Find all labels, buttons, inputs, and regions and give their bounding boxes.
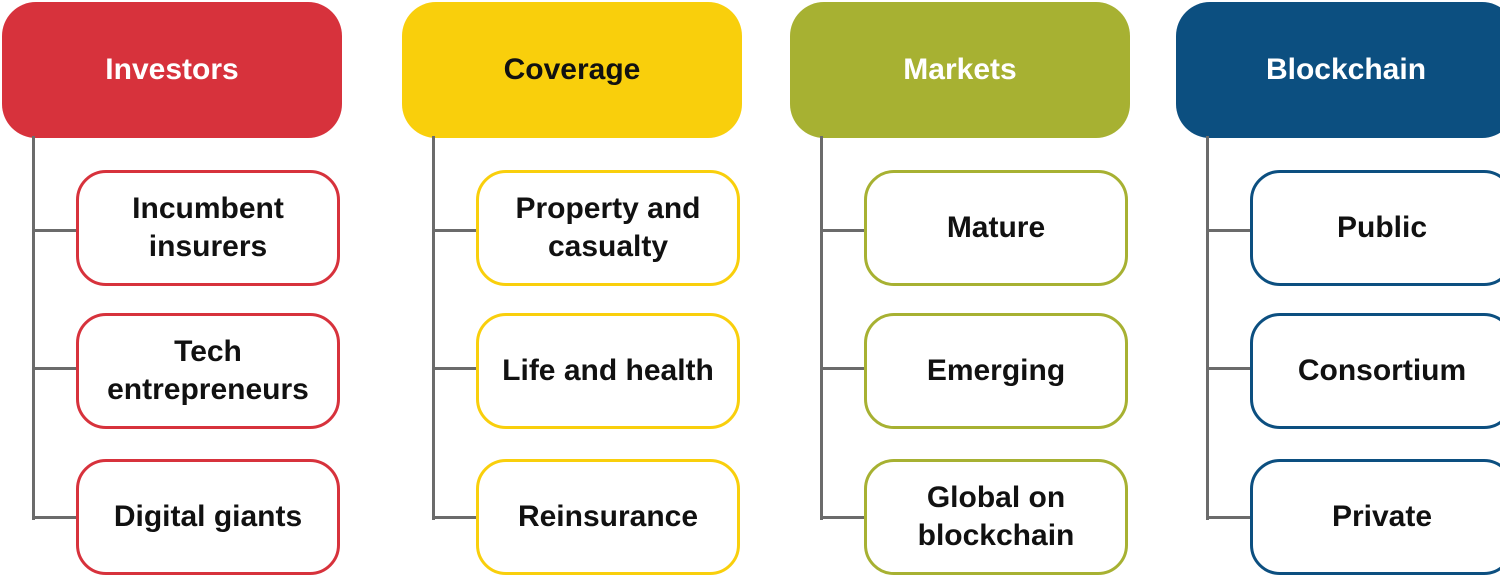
connector-branch — [1206, 229, 1254, 232]
connector-branch — [32, 367, 80, 370]
connector-branch — [432, 367, 480, 370]
node-life-and-health: Life and health — [476, 313, 740, 429]
node-label: Reinsurance — [517, 500, 699, 533]
column-blockchain: Blockchain Public Consortium Private — [1176, 0, 1500, 575]
header-label: Markets — [903, 53, 1017, 86]
connector-branch — [820, 229, 868, 232]
header-label: Coverage — [503, 53, 641, 86]
connector-trunk — [32, 136, 35, 520]
node-global-on-blockchain: Global on blockchain — [864, 459, 1128, 575]
header-label: Investors — [105, 53, 239, 86]
connector-branch — [820, 516, 868, 519]
connector-branch — [32, 229, 80, 232]
header-investors: Investors — [2, 2, 342, 138]
node-mature: Mature — [864, 170, 1128, 286]
node-label: Emerging — [926, 354, 1066, 387]
node-public: Public — [1250, 170, 1500, 286]
node-digital-giants: Digital giants — [76, 459, 340, 575]
node-label: Private — [1331, 500, 1433, 533]
connector-trunk — [820, 136, 823, 520]
node-emerging: Emerging — [864, 313, 1128, 429]
node-label: Digital giants — [113, 500, 303, 533]
header-coverage: Coverage — [402, 2, 742, 138]
connector-branch — [432, 229, 480, 232]
node-label: Public — [1336, 211, 1427, 244]
node-label: Incumbent insurers — [132, 192, 284, 263]
header-blockchain: Blockchain — [1176, 2, 1500, 138]
connector-branch — [820, 367, 868, 370]
node-consortium: Consortium — [1250, 313, 1500, 429]
column-investors: Investors Incumbent insurers Tech entrep… — [2, 0, 347, 575]
connector-branch — [432, 516, 480, 519]
node-label: Tech entrepreneurs — [107, 335, 309, 406]
node-tech-entrepreneurs: Tech entrepreneurs — [76, 313, 340, 429]
connector-trunk — [432, 136, 435, 520]
connector-trunk — [1206, 136, 1209, 520]
connector-branch — [1206, 367, 1254, 370]
connector-branch — [32, 516, 80, 519]
node-reinsurance: Reinsurance — [476, 459, 740, 575]
node-property-and-casualty: Property and casualty — [476, 170, 740, 286]
node-incumbent-insurers: Incumbent insurers — [76, 170, 340, 286]
connector-branch — [1206, 516, 1254, 519]
header-label: Blockchain — [1265, 53, 1427, 86]
column-coverage: Coverage Property and casualty Life and … — [402, 0, 747, 575]
node-private: Private — [1250, 459, 1500, 575]
header-markets: Markets — [790, 2, 1130, 138]
node-label: Global on blockchain — [917, 481, 1075, 552]
column-markets: Markets Mature Emerging Global on blockc… — [790, 0, 1135, 575]
node-label: Consortium — [1297, 354, 1467, 387]
node-label: Property and casualty — [515, 192, 701, 263]
node-label: Life and health — [502, 354, 714, 387]
node-label: Mature — [946, 211, 1046, 244]
